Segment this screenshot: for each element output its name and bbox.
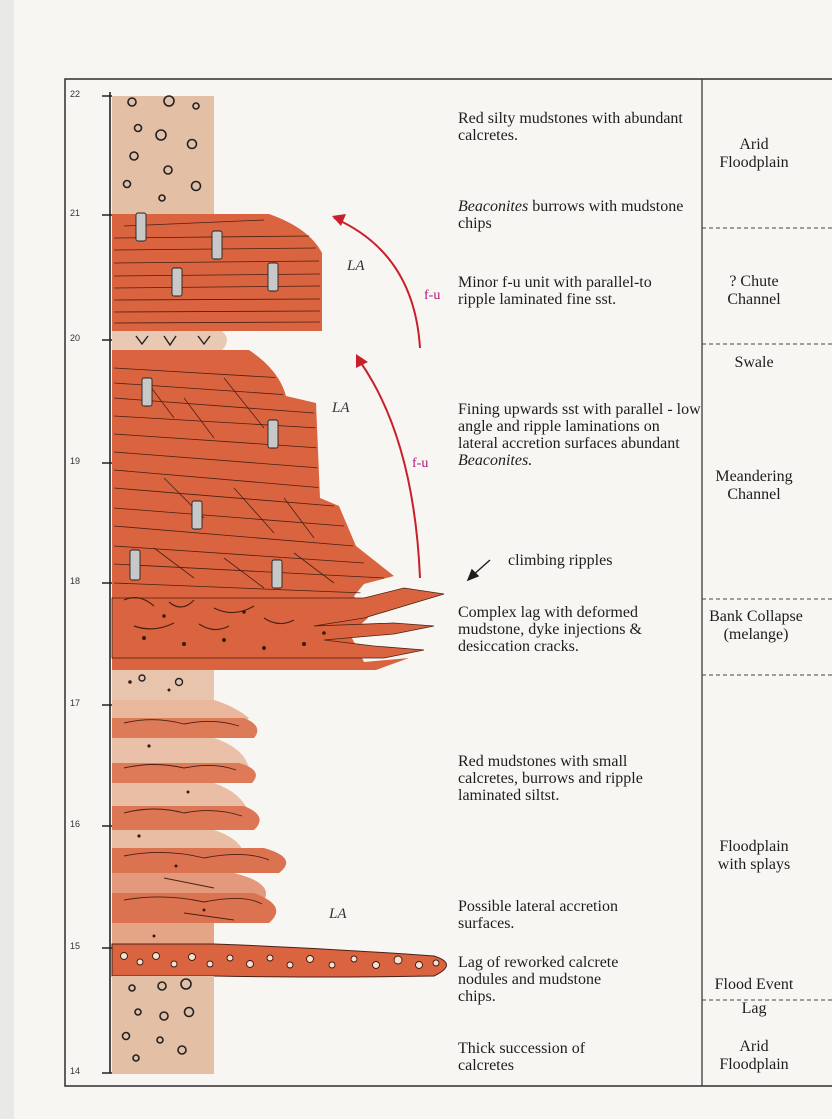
env-swale: Swale <box>704 354 804 372</box>
env-meandering-channel: Meandering Channel <box>704 468 804 504</box>
floodplain-mudstone <box>112 670 214 700</box>
figure-page: 22 21 20 19 18 17 16 15 14 LA LA LA f-u … <box>14 0 832 1119</box>
description-complex-lag: Complex lag with deformed mudstone, dyke… <box>458 604 648 655</box>
description-thick-succession: Thick succession of calcretes <box>458 1040 638 1074</box>
depth-tick: 18 <box>58 576 80 586</box>
depth-tick: 14 <box>58 1066 80 1076</box>
description-red-mudstones: Red mudstones with small calcretes, burr… <box>458 753 658 804</box>
splay-sandstone <box>112 893 276 923</box>
description-minor-fu: Minor f-u unit with parallel-to ripple l… <box>458 274 658 308</box>
description-beaconites: Beaconites burrows with mudstone chips <box>458 198 702 232</box>
depth-tick: 21 <box>58 208 80 218</box>
description-lag-reworked: Lag of reworked calcrete nodules and mud… <box>458 954 638 1005</box>
env-flood-event: Flood Event <box>704 976 804 994</box>
env-arid-floodplain-bottom: Arid Floodplain <box>704 1038 804 1074</box>
env-floodplain-splays: Floodplain with splays <box>704 838 804 874</box>
climbing-ripples-label: climbing ripples <box>508 552 688 569</box>
env-bank-collapse: Bank Collapse (melange) <box>702 608 810 644</box>
depth-tick: 17 <box>58 698 80 708</box>
description-possible-lateral: Possible lateral accretion surfaces. <box>458 898 638 932</box>
la-label: LA <box>329 906 347 923</box>
depth-tick: 20 <box>58 333 80 343</box>
calcrete-mudstone-top <box>112 96 214 214</box>
depth-tick: 15 <box>58 941 80 951</box>
description-red-silty: Red silty mudstones with abundant calcre… <box>458 110 702 144</box>
figure-frame: 22 21 20 19 18 17 16 15 14 LA LA LA f-u … <box>64 78 832 1088</box>
swale-mudstone <box>112 331 227 350</box>
splay-sandstone <box>112 806 260 830</box>
fining-text: Fining upwards sst with parallel - low a… <box>458 401 701 452</box>
fining-italic: Beaconites. <box>458 452 532 469</box>
depth-tick: 22 <box>58 89 80 99</box>
floodplain-mudstone <box>112 923 214 946</box>
depth-tick: 16 <box>58 819 80 829</box>
climbing-ripples-arrow <box>468 560 490 580</box>
description-fining-upwards: Fining upwards sst with parallel - low a… <box>458 401 702 469</box>
la-label: LA <box>332 400 350 417</box>
arrow-heads <box>332 214 368 368</box>
env-arid-floodplain-top: Arid Floodplain <box>704 136 804 172</box>
calcrete-mudstone-bottom <box>112 976 214 1074</box>
beaconites-italic: Beaconites <box>458 198 528 215</box>
env-chute-channel: ? Chute Channel <box>704 273 804 309</box>
la-label: LA <box>347 258 365 275</box>
fu-label: f-u <box>424 288 440 304</box>
splay-sandstone <box>112 848 286 873</box>
sedimentary-log-graphic <box>64 78 832 1088</box>
depth-tick: 19 <box>58 456 80 466</box>
fu-label: f-u <box>412 456 428 472</box>
env-lag: Lag <box>704 1000 804 1018</box>
